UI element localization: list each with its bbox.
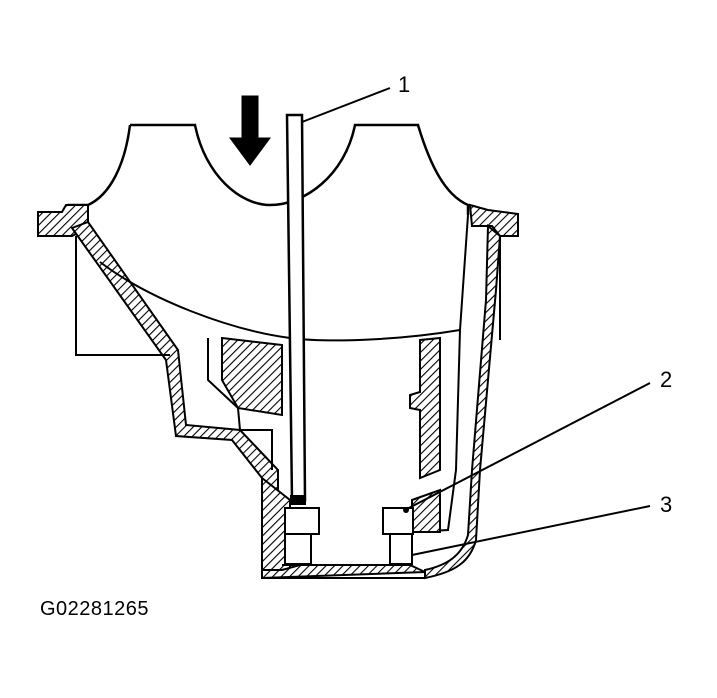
leader-line-2 [404,382,651,511]
right-plug [382,507,414,535]
left-plug-base [284,533,312,565]
cylinder-head-outline [130,123,470,215]
figure-code-label: G02281265 [40,598,150,620]
left-plug [284,507,320,535]
left-water-jacket-block [221,336,283,417]
leader-line-1 [301,87,391,123]
rod-tip [290,495,306,505]
drift-rod [285,113,307,502]
cylinder-head-left-wall [68,124,132,207]
right-plug-base [389,533,413,565]
leader-dot-2 [403,507,409,513]
callout-3: 3 [660,492,673,517]
callout-1: 1 [398,72,411,97]
right-base-block [411,488,441,533]
left-inner-outline [75,236,170,356]
callout-2: 2 [660,367,673,392]
push-direction-arrow-icon [229,95,271,166]
right-outer-wall [424,223,502,580]
leader-line-3 [411,505,651,556]
right-water-jacket-block [409,336,441,480]
left-inner-step [207,338,273,470]
right-flange [468,203,519,237]
